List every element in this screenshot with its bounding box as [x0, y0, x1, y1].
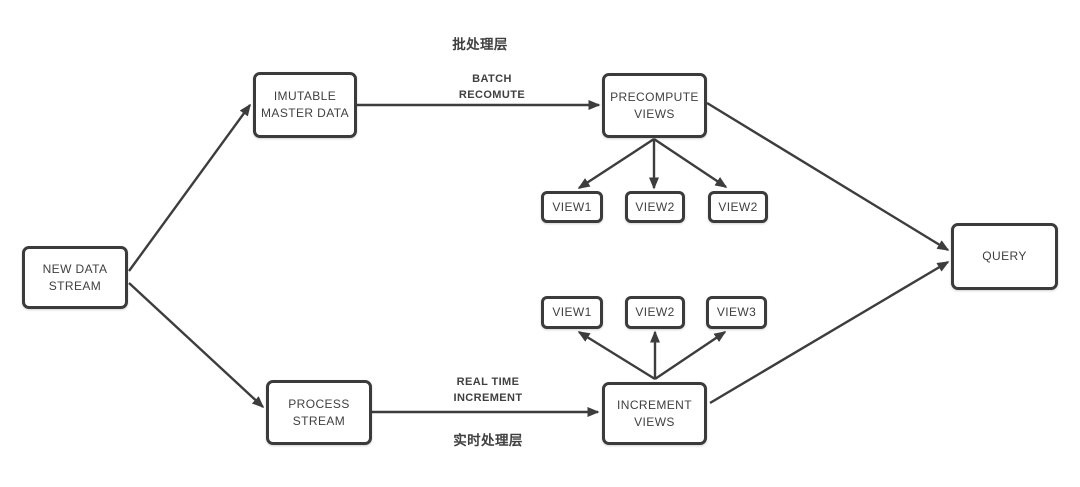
node-query: QUERY: [951, 223, 1058, 290]
label-batch-recompute: BATCH RECOMUTE: [458, 73, 526, 101]
label-batch-layer-cn: 批处理层: [452, 37, 508, 52]
node-process-stream-label: PROCESS STREAM: [288, 396, 350, 428]
node-view-top-3-label: VIEW2: [718, 199, 758, 214]
node-precompute-views: PRECOMPUTE VIEWS: [602, 73, 707, 138]
arrow-increment-to-view1: [577, 330, 656, 381]
arrow-new-data-to-master: [128, 103, 251, 272]
node-view-top-1: VIEW1: [541, 191, 603, 223]
arrow-new-data-to-process: [128, 282, 265, 409]
label-real-time-increment: REAL TIME INCREMENT: [453, 376, 523, 404]
arrow-increment-to-query: [709, 260, 950, 405]
node-view-bottom-1-label: VIEW1: [552, 305, 592, 320]
node-process-stream: PROCESS STREAM: [266, 380, 372, 445]
label-realtime-layer-cn: 实时处理层: [453, 433, 523, 448]
node-new-data-stream: NEW DATA STREAM: [22, 246, 128, 309]
node-increment-views: INCREMENT VIEWS: [602, 382, 707, 445]
node-imutable-master-data-label: IMUTABLE MASTER DATA: [261, 89, 349, 120]
node-new-data-stream-label: NEW DATA STREAM: [42, 261, 108, 293]
node-view-top-1-label: VIEW1: [552, 199, 592, 214]
node-view-bottom-3: VIEW3: [706, 296, 767, 329]
node-view-bottom-1: VIEW1: [541, 296, 603, 329]
node-view-top-2: VIEW2: [625, 191, 685, 223]
node-view-top-2-label: VIEW2: [635, 199, 675, 214]
node-precompute-views-label: PRECOMPUTE VIEWS: [610, 89, 699, 121]
arrow-precompute-to-query: [706, 101, 950, 252]
node-view-bottom-3-label: VIEW3: [716, 305, 757, 320]
node-imutable-master-data: IMUTABLE MASTER DATA: [253, 72, 357, 138]
arrow-precompute-to-view1: [577, 137, 655, 190]
node-view-bottom-2: VIEW2: [625, 296, 685, 329]
node-query-label: QUERY: [982, 249, 1027, 264]
node-increment-views-label: INCREMENT VIEWS: [617, 397, 692, 429]
arrow-increment-to-view3: [654, 331, 727, 380]
arrow-precompute-to-view3: [653, 138, 728, 188]
node-view-top-3: VIEW2: [708, 191, 768, 223]
node-view-bottom-2-label: VIEW2: [635, 305, 675, 320]
